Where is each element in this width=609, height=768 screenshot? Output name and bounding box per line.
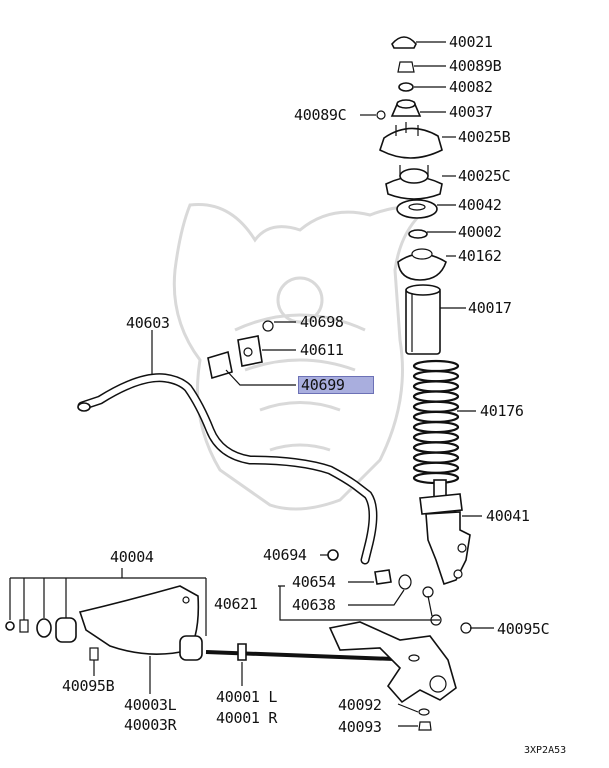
part-label-40037[interactable]: 40037 — [449, 103, 493, 121]
part-label-40004[interactable]: 40004 — [110, 548, 154, 566]
part-label-40025c[interactable]: 40025C — [458, 167, 511, 185]
part-label-40003r[interactable]: 40003R — [124, 716, 177, 734]
part-label-40041[interactable]: 40041 — [486, 507, 530, 525]
part-label-40176[interactable]: 40176 — [480, 402, 524, 420]
part-label-40162[interactable]: 40162 — [458, 247, 502, 265]
part-label-40095b[interactable]: 40095B — [62, 677, 115, 695]
watermark-crest — [172, 202, 422, 511]
spring-coil-turn — [412, 380, 460, 393]
spring-coil-turn — [412, 461, 460, 474]
part-label-40698[interactable]: 40698 — [300, 313, 344, 331]
spring-coil-turn — [412, 420, 460, 434]
spring-coil-turn — [412, 410, 460, 424]
spring-coil-turn — [412, 441, 460, 454]
part-label-40621[interactable]: 40621 — [214, 595, 258, 613]
mount-plate — [5, 585, 432, 731]
spring-coil-turn — [412, 400, 460, 413]
part-label-40611[interactable]: 40611 — [300, 341, 344, 359]
part-label-40093[interactable]: 40093 — [338, 718, 382, 736]
spring-coil-turn — [412, 451, 460, 464]
coil-spring — [412, 359, 460, 485]
bushing-bracket — [207, 320, 274, 380]
part-label-40095c[interactable]: 40095C — [497, 620, 550, 638]
link-parts — [327, 549, 472, 634]
lower-arm — [205, 621, 457, 704]
part-label-40089b[interactable]: 40089B — [449, 57, 502, 75]
part-label-40092[interactable]: 40092 — [338, 696, 382, 714]
part-label-40017[interactable]: 40017 — [468, 299, 512, 317]
part-label-40002[interactable]: 40002 — [458, 223, 502, 241]
leader-lines — [9, 41, 494, 727]
part-label-40001r[interactable]: 40001 R — [216, 709, 278, 727]
part-label-40699-highlighted[interactable]: 40699 — [298, 376, 374, 394]
part-label-40694[interactable]: 40694 — [263, 546, 307, 564]
strut-boot — [405, 284, 441, 355]
part-label-40089c[interactable]: 40089C — [294, 106, 347, 124]
diagram-reference-code: 3XP2A53 — [524, 745, 567, 756]
part-label-40021[interactable]: 40021 — [449, 33, 493, 51]
part-label-40025b[interactable]: 40025B — [458, 128, 511, 146]
spring-coil-turn — [412, 370, 460, 383]
part-label-40003l[interactable]: 40003L — [124, 696, 177, 714]
strut-body — [419, 479, 471, 586]
part-label-40654[interactable]: 40654 — [292, 573, 336, 591]
part-label-40603[interactable]: 40603 — [126, 314, 170, 332]
part-label-40638[interactable]: 40638 — [292, 596, 336, 614]
part-label-40082[interactable]: 40082 — [449, 78, 493, 96]
part-label-40042[interactable]: 40042 — [458, 196, 502, 214]
stabilizer-bar — [77, 373, 378, 565]
strut-top-parts — [376, 36, 447, 281]
part-label-40001l[interactable]: 40001 L — [216, 688, 278, 706]
spring-coil-turn — [412, 359, 460, 373]
spring-coil-turn — [412, 390, 460, 403]
spring-coil-turn — [412, 431, 460, 444]
